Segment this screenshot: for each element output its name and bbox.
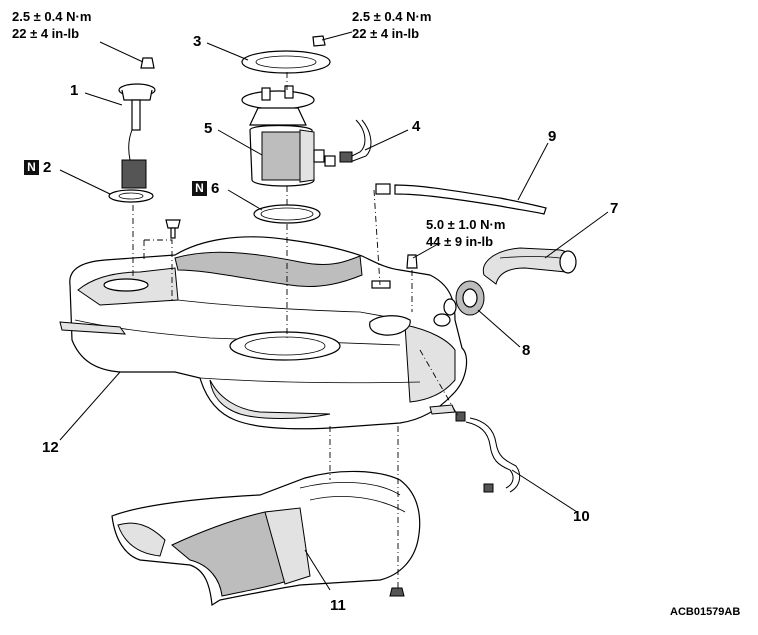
callout-11: 11	[330, 597, 346, 614]
fuel-pump-module	[241, 85, 336, 187]
fuel-gauge-sender	[118, 57, 156, 189]
fuel-tank	[59, 236, 468, 430]
callout-10: 10	[573, 508, 590, 525]
torque-spec-filler: 5.0 ± 1.0 N·m 44 ± 9 in-lb	[426, 216, 505, 250]
callout-2-number: 2	[43, 159, 52, 176]
callout-1: 1	[70, 82, 79, 99]
callout-4: 4	[412, 118, 421, 135]
retaining-clip	[165, 219, 181, 239]
pump-retainer-cover	[241, 35, 331, 74]
drawing-code: ACB01579AB	[670, 606, 741, 618]
callout-7: 7	[610, 200, 619, 217]
callout-12: 12	[42, 439, 59, 456]
torque-spec-sender-nm: 2.5 ± 0.4 N·m	[12, 9, 92, 24]
pump-o-ring	[253, 204, 321, 224]
assembly-guide-lines	[132, 72, 459, 588]
breather-hose	[375, 183, 547, 215]
torque-spec-sender-inlb: 22 ± 4 in-lb	[12, 26, 80, 41]
new-part-badge: N	[192, 181, 207, 196]
callout-5: 5	[204, 120, 213, 137]
callout-3: 3	[193, 33, 202, 50]
callout-8: 8	[522, 342, 531, 359]
new-part-badge: N	[24, 160, 39, 175]
vapor-hose	[455, 411, 521, 493]
sender-gasket	[108, 189, 154, 203]
tank-shield	[111, 470, 421, 607]
torque-spec-pump-cover-inlb: 22 ± 4 in-lb	[352, 26, 420, 41]
callout-6-number: 6	[211, 180, 220, 197]
torque-spec-pump-cover-nm: 2.5 ± 0.4 N·m	[352, 9, 432, 24]
callout-9: 9	[548, 128, 557, 145]
torque-spec-filler-nm: 5.0 ± 1.0 N·m	[426, 217, 506, 232]
filler-hose	[482, 247, 577, 285]
torque-spec-sender: 2.5 ± 0.4 N·m 22 ± 4 in-lb	[12, 8, 91, 42]
filler-neck-flange	[406, 254, 485, 316]
torque-spec-filler-inlb: 44 ± 9 in-lb	[426, 234, 494, 249]
torque-spec-pump-cover: 2.5 ± 0.4 N·m 22 ± 4 in-lb	[352, 8, 431, 42]
fuel-pump-harness	[339, 119, 372, 163]
callout-leaders	[59, 31, 609, 591]
